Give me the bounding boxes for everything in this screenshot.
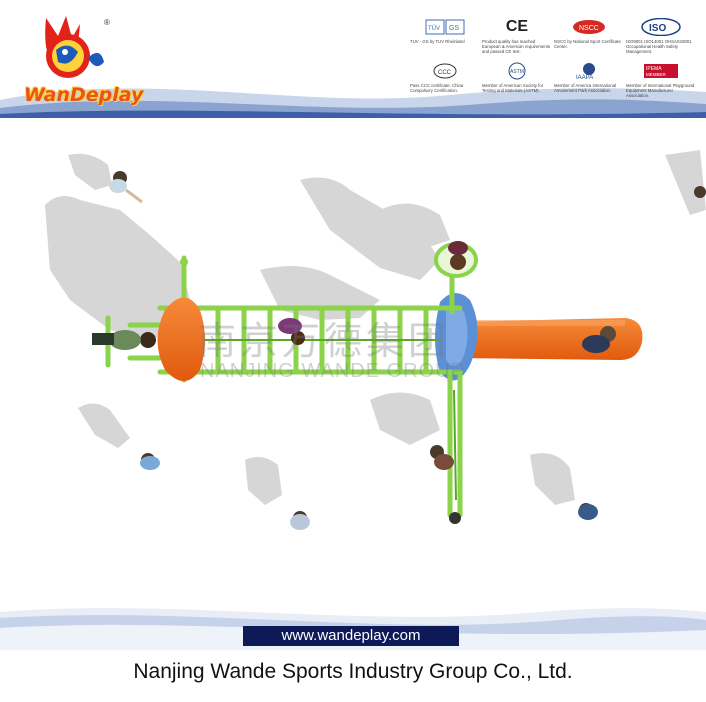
header-wave-decoration (0, 88, 706, 118)
registered-mark: ® (104, 18, 110, 27)
orange-slide (455, 318, 643, 360)
cert-iaapa: IAAPA Member of America International Am… (554, 62, 624, 93)
child-figure (140, 453, 160, 470)
svg-text:MEMBER: MEMBER (646, 72, 667, 77)
brand-logo[interactable]: ® WanDeplay (8, 6, 143, 106)
child-figure (109, 171, 143, 204)
cert-astm: ASTM Member of American Society for Test… (482, 62, 552, 93)
svg-text:ISO: ISO (649, 23, 666, 34)
cert-caption: NSCC by National Sport Certificate Cente… (554, 39, 621, 49)
child-figure (694, 186, 706, 198)
svg-text:NSCC: NSCC (579, 25, 599, 32)
cert-caption: Member of America International Amusemen… (554, 83, 617, 93)
svg-text:CCC: CCC (438, 70, 452, 76)
svg-text:TÜV: TÜV (428, 25, 440, 32)
cert-caption: Member of American Society for Testing a… (482, 83, 544, 93)
cert-nscc: NSCC NSCC by National Sport Certificate … (554, 18, 624, 49)
child-figure (92, 330, 156, 350)
watermark-english: NANJING WANDE GROUP (200, 360, 465, 382)
logo-mascot-icon (45, 16, 104, 78)
svg-text:ASTM: ASTM (510, 69, 524, 75)
cert-iso: ISO ISO9001 ISO14001 OHSAS18001 Occupati… (626, 18, 696, 54)
header: ® WanDeplay TÜV GS TUV - GS by TUV Rheinl… (0, 0, 706, 118)
blue-platform (435, 292, 478, 381)
child-figure (582, 326, 616, 353)
child-figure (278, 318, 305, 345)
footer-wave-decoration (0, 608, 706, 702)
watermark-chinese: 南京万德集团 (198, 319, 451, 363)
cert-caption: Product quality has reached European & A… (482, 39, 551, 54)
playground-top-view (0, 118, 706, 608)
green-frame-details (200, 339, 457, 501)
svg-text:IAAPA: IAAPA (576, 75, 593, 80)
logo-wordmark: WanDeplay (24, 84, 144, 106)
svg-text:GS: GS (449, 25, 459, 32)
child-figure (290, 511, 310, 530)
child-figure (578, 503, 598, 520)
badge-label: CE (505, 18, 529, 35)
nscc-badge-icon: NSCC (554, 18, 624, 36)
orange-capsule (157, 297, 205, 381)
website-url[interactable]: www.wandeplay.com (243, 626, 459, 646)
cert-caption: Member of International Playground Equip… (626, 83, 695, 98)
ccc-badge-icon: CCC (410, 62, 480, 80)
ce-mark-icon: CE (482, 18, 552, 36)
post-base (449, 512, 461, 524)
cert-caption: TUV - GS by TUV Rheinland (410, 39, 465, 44)
iso-badge-icon: ISO (626, 18, 696, 36)
cert-ce: CE Product quality has reached European … (482, 18, 552, 54)
cert-ccc: CCC Pass CCC certificate: China Compulso… (410, 62, 480, 93)
cert-caption: Pass CCC certificate: China Compulsory C… (410, 83, 464, 93)
iaapa-badge-icon: IAAPA (554, 62, 624, 80)
astm-badge-icon: ASTM (482, 62, 552, 80)
svg-text:IPEMA: IPEMA (646, 66, 662, 72)
child-figure (448, 241, 468, 270)
cert-caption: ISO9001 ISO14001 OHSAS18001 Occupational… (626, 39, 692, 54)
tuv-gs-badge-icon: TÜV GS (410, 18, 480, 36)
post-cap (180, 258, 188, 266)
certifications-panel: TÜV GS TUV - GS by TUV Rheinland CE Produ… (410, 18, 700, 98)
child-figure (430, 445, 454, 470)
company-name: Nanjing Wande Sports Industry Group Co.,… (133, 660, 573, 683)
cert-tuv: TÜV GS TUV - GS by TUV Rheinland (410, 18, 480, 44)
